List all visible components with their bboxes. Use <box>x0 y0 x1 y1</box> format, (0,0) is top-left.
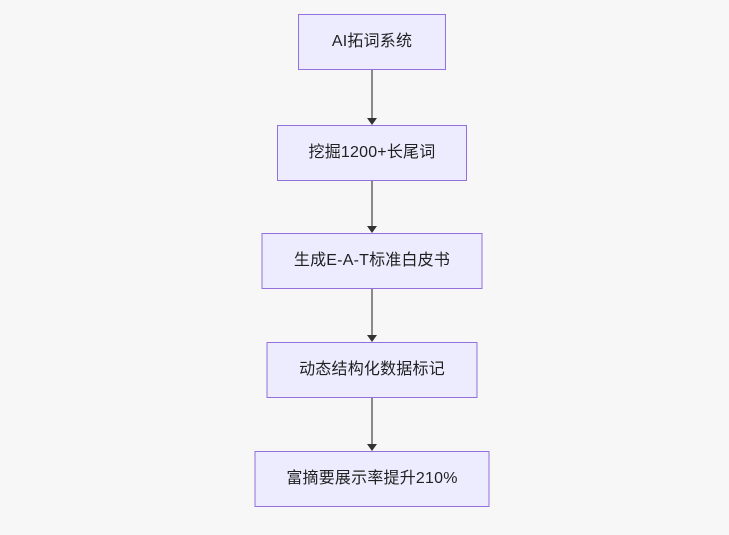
flow-edge-3-4 <box>365 289 379 342</box>
flow-node-label: 动态结构化数据标记 <box>299 361 445 379</box>
arrowhead-icon <box>367 226 377 233</box>
flow-node-ai-keyword-system[interactable]: AI拓词系统 <box>298 14 446 70</box>
flow-node-label: 生成E-A-T标准白皮书 <box>293 252 451 270</box>
flow-edge-1-2 <box>365 70 379 125</box>
flow-edge-2-3 <box>365 181 379 233</box>
flow-node-mine-longtail-keywords[interactable]: 挖掘1200+长尾词 <box>277 125 467 181</box>
edge-line <box>371 397 373 445</box>
arrowhead-icon <box>367 444 377 451</box>
edge-line <box>371 70 373 119</box>
edge-line <box>371 289 373 336</box>
flow-edge-4-5 <box>365 397 379 451</box>
flow-node-label: 挖掘1200+长尾词 <box>308 144 436 162</box>
flow-node-generate-eat-whitepaper[interactable]: 生成E-A-T标准白皮书 <box>261 233 483 289</box>
arrowhead-icon <box>367 335 377 342</box>
arrowhead-icon <box>367 118 377 125</box>
flow-node-label: AI拓词系统 <box>331 33 413 51</box>
edge-line <box>371 181 373 227</box>
flow-node-label: 富摘要展示率提升210% <box>286 470 458 488</box>
flow-node-rich-snippet-rate-increase[interactable]: 富摘要展示率提升210% <box>254 451 490 507</box>
flow-node-dynamic-structured-data-markup[interactable]: 动态结构化数据标记 <box>266 342 478 398</box>
